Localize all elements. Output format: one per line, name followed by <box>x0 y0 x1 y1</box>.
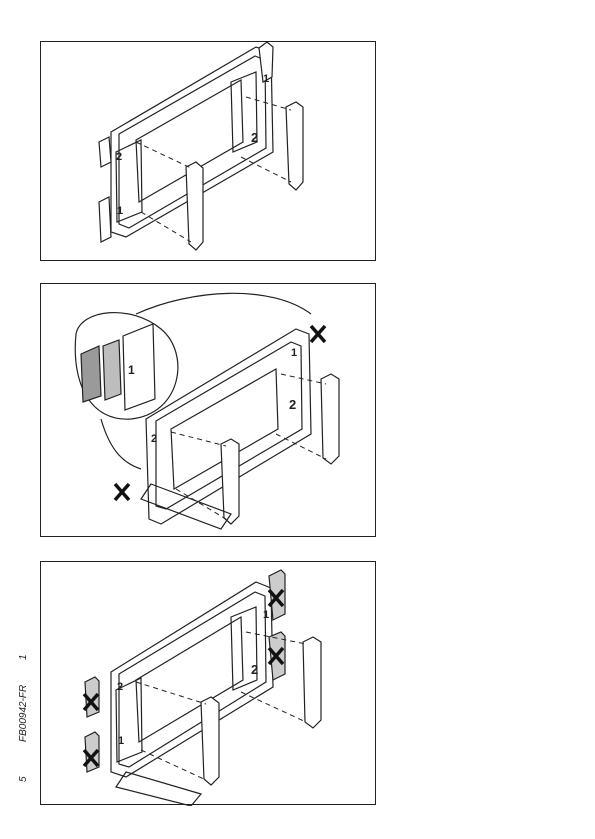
frame-clip-detach-drawing: 1 2 2 1 <box>41 562 377 806</box>
illustration-panel-3: 1 2 2 1 <box>40 561 376 805</box>
frame-assembly-drawing: 1 2 2 1 <box>41 42 377 262</box>
number-label-left-top: 2 <box>151 433 157 445</box>
number-label-mid: 2 <box>251 662 258 677</box>
number-label-mid: 2 <box>251 130 258 145</box>
illustration-panel-2: 1 1 2 2 <box>40 283 376 537</box>
number-label-top: 1 <box>263 73 269 85</box>
zoom-number-label: 1 <box>128 363 135 377</box>
number-label-left-top: 2 <box>116 151 122 163</box>
number-label-left-bottom: 1 <box>118 735 124 747</box>
number-label-top: 1 <box>291 347 297 359</box>
frame-clip-removal-drawing: 1 1 2 2 <box>41 284 377 538</box>
number-label-left-bottom: 1 <box>117 205 123 217</box>
document-code: FB00942-FR <box>18 685 29 742</box>
sheet-number: 1 <box>18 654 29 660</box>
number-label-top: 1 <box>263 609 269 621</box>
illustration-panel-1: 1 2 2 1 <box>40 41 376 261</box>
page-number: 5 <box>18 776 29 782</box>
number-label-left-top: 2 <box>117 681 123 693</box>
number-label-mid: 2 <box>289 397 296 412</box>
